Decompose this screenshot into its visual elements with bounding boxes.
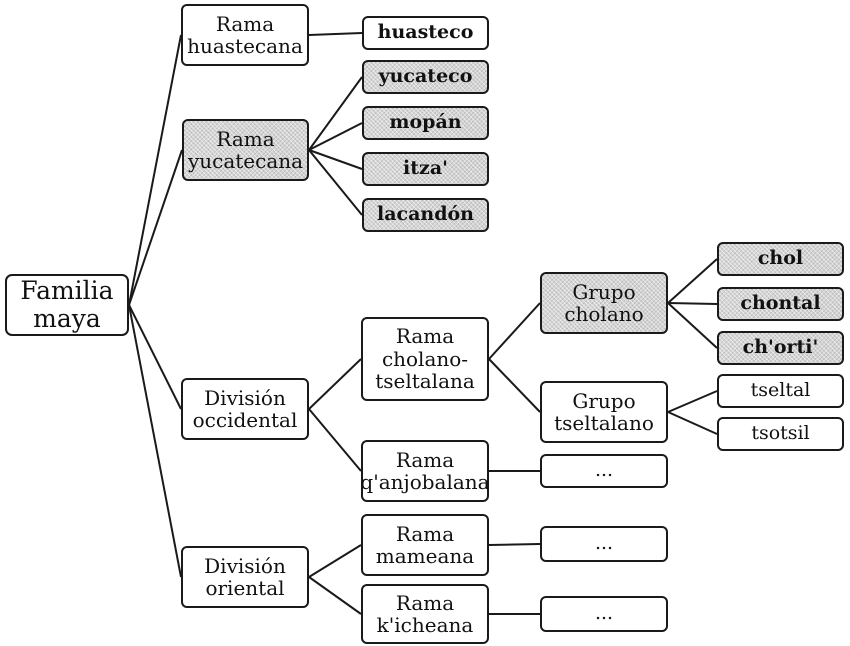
lang-chorti: ch'orti' (717, 331, 844, 365)
connector-division-occidental-node-to-rama-qanjobalana-node (308, 408, 362, 472)
connector-division-oriental-node-to-rama-kicheana-node (308, 576, 362, 615)
connector-grupo-tseltalano-node-to-lang-tseltal (667, 390, 718, 413)
lang-yucateco: yucateco (362, 60, 489, 94)
lang-itza: itza' (362, 152, 489, 186)
rama-kicheana-node: Rama k'icheana (361, 584, 489, 644)
connector-rama-yucatecana-node-to-lang-yucateco (308, 76, 363, 151)
grupo-tseltalano-node: Grupo tseltalano (540, 381, 668, 443)
rama-huastecana-node: Rama huastecana (181, 4, 309, 66)
ellipsis-qanjobalana: ... (540, 454, 668, 488)
rama-yucatecana-node: Rama yucatecana (182, 119, 309, 181)
connector-grupo-tseltalano-node-to-lang-tsotsil (667, 411, 718, 435)
connector-rama-cholano-tseltalana-node-to-grupo-cholano-node (488, 302, 541, 360)
rama-qanjobalana-node: Rama q'anjobalana (360, 440, 490, 502)
connector-rama-huastecana-node-to-lang-huasteco (308, 32, 363, 36)
lang-chol: chol (717, 242, 844, 276)
ellipsis-kicheana: ... (540, 596, 668, 632)
connector-root-familia-maya-to-division-oriental-node (128, 304, 182, 578)
lang-huasteco: huasteco (362, 16, 489, 50)
grupo-cholano-node: Grupo cholano (540, 272, 668, 334)
connector-root-familia-maya-to-rama-huastecana-node (128, 34, 182, 306)
connector-grupo-cholano-node-to-lang-chol (667, 258, 718, 304)
rama-mameana-node: Rama mameana (361, 514, 489, 576)
ellipsis-mameana: ... (540, 526, 668, 562)
connector-rama-yucatecana-node-to-lang-lacandon (308, 149, 363, 216)
rama-cholano-tseltalana-node: Rama cholano- tseltalana (361, 317, 489, 401)
connector-rama-yucatecana-node-to-lang-itza (308, 149, 363, 170)
connector-root-familia-maya-to-division-occidental-node (128, 304, 182, 410)
connector-root-familia-maya-to-rama-yucatecana-node (128, 149, 183, 306)
connector-grupo-cholano-node-to-lang-chorti (667, 302, 718, 349)
connector-grupo-cholano-node-to-lang-chontal (667, 302, 718, 305)
lang-tsotsil: tsotsil (717, 417, 844, 451)
division-occidental-node: División occidental (181, 378, 309, 440)
connector-division-occidental-node-to-rama-cholano-tseltalana-node (308, 358, 362, 410)
division-oriental-node: División oriental (181, 546, 309, 608)
connector-rama-cholano-tseltalana-node-to-grupo-tseltalano-node (488, 358, 541, 413)
lang-chontal: chontal (717, 287, 844, 321)
lang-mopan: mopán (362, 106, 489, 140)
lang-lacandon: lacandón (362, 198, 489, 232)
connector-rama-mameana-node-to-ellipsis-mameana (488, 543, 541, 546)
lang-tseltal: tseltal (717, 374, 844, 408)
root-familia-maya: Familia maya (5, 274, 129, 336)
connector-rama-yucatecana-node-to-lang-mopan (308, 122, 363, 151)
connector-division-oriental-node-to-rama-mameana-node (308, 544, 362, 578)
